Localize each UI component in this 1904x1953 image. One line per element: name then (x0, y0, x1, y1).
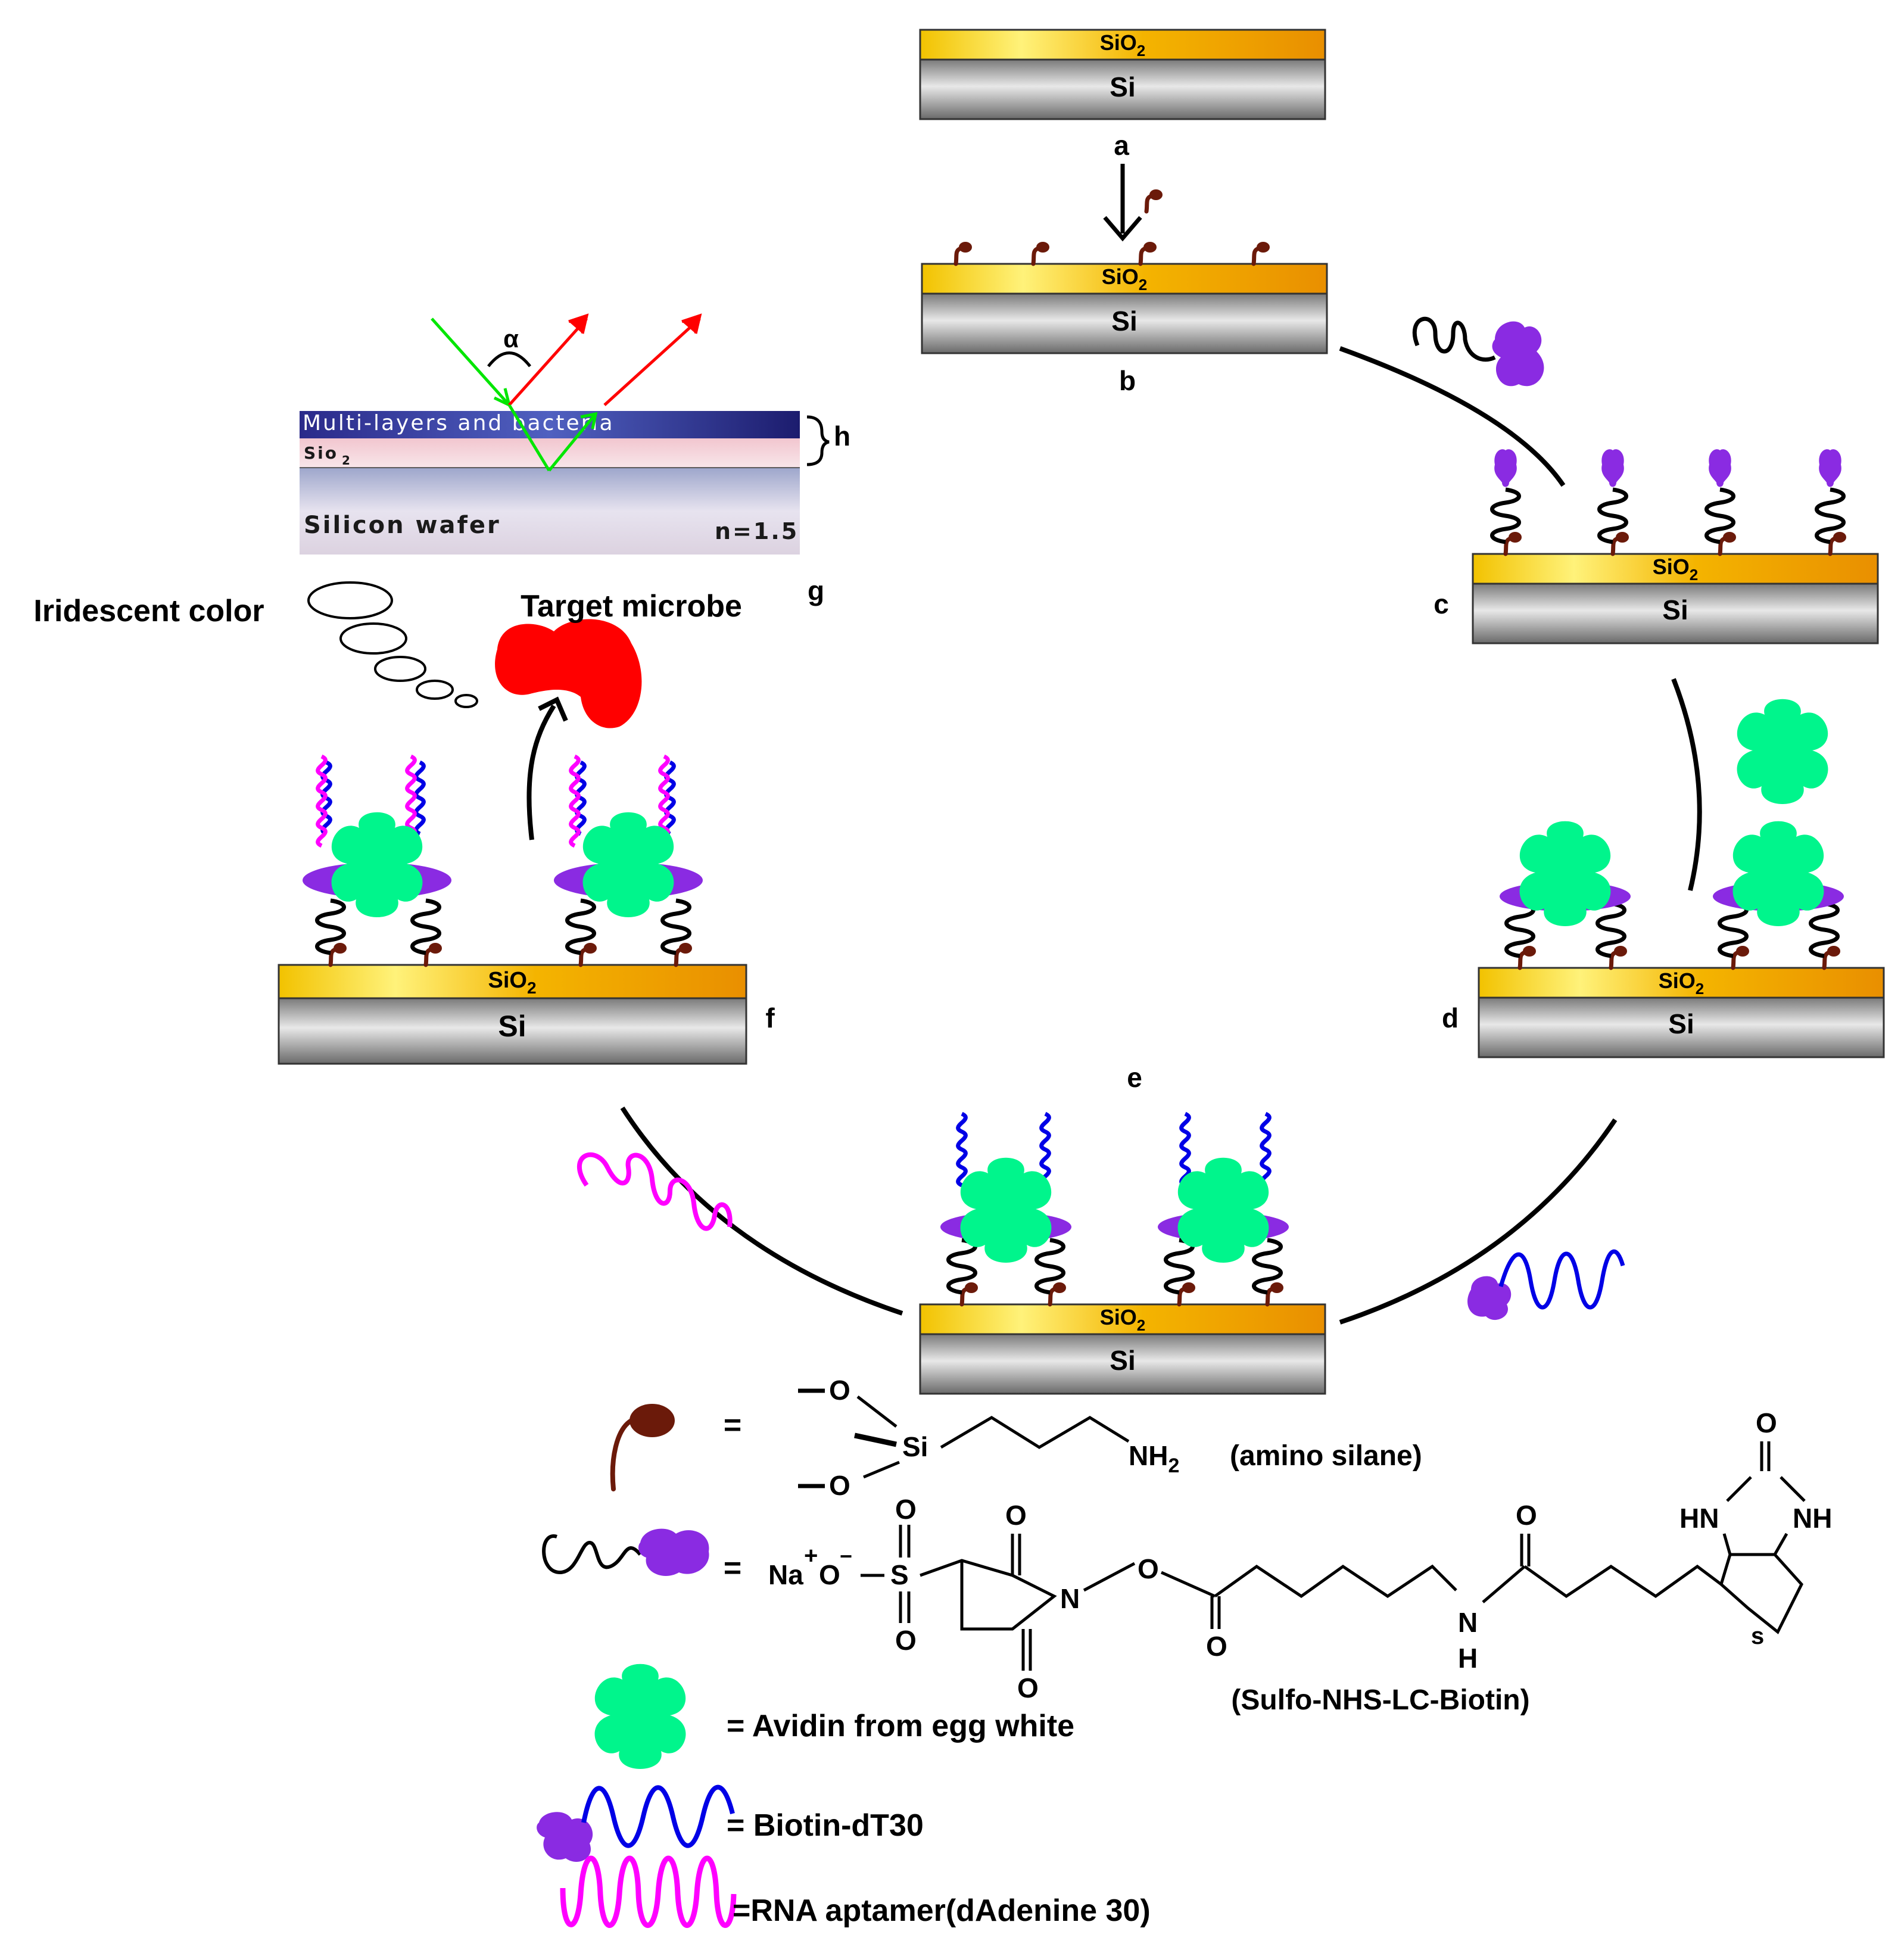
si-label-c: Si (1662, 594, 1688, 625)
step-label-g: g (808, 575, 824, 606)
svg-text:N: N (1458, 1607, 1478, 1638)
substrate-c: SiO2 Si (1472, 553, 1879, 644)
svg-text:O: O (895, 1625, 917, 1656)
inset-top-layer-label: Multi-layers and bacteria (303, 411, 615, 435)
svg-text:O: O (895, 1494, 917, 1525)
thought-bubbles (307, 581, 478, 708)
legend-silane-row: = O Si O NH2 (amino silane) (610, 1375, 1422, 1501)
step-label-d: d (1442, 1002, 1459, 1033)
svg-text:NH: NH (1793, 1503, 1832, 1534)
svg-text:O: O (1206, 1631, 1227, 1662)
iridescent-label: Iridescent color (33, 594, 264, 628)
svg-text:O: O (1017, 1672, 1039, 1703)
biotin-reagent-icon (1412, 316, 1544, 387)
target-microbe-label: Target microbe (521, 589, 742, 624)
substrate-f: SiO2 Si (278, 964, 747, 1065)
si-label-f: Si (498, 1010, 526, 1043)
si-label-e: Si (1110, 1345, 1135, 1376)
svg-text:=: = (724, 1551, 741, 1586)
thickness-label: h (834, 420, 850, 451)
assembly-e (940, 1114, 1289, 1304)
svg-text:=: = (724, 1408, 741, 1443)
silane-row-b (956, 242, 1270, 264)
svg-text:HN: HN (1679, 1503, 1719, 1534)
svg-text:Si: Si (902, 1431, 928, 1462)
step-label-b: b (1119, 365, 1136, 396)
si-label-d: Si (1668, 1008, 1694, 1039)
avidin-reagent-icon (1737, 699, 1828, 804)
inset-index-label: n=1.5 (715, 518, 799, 544)
svg-text:Na: Na (768, 1559, 803, 1590)
oxide-label-e: SiO2 (1100, 1305, 1145, 1334)
sulfo-nhs-label: (Sulfo-NHS-LC-Biotin) (1231, 1684, 1529, 1716)
avidin-label: = Avidin from egg white (727, 1709, 1074, 1743)
target-microbe-icon (495, 619, 642, 728)
legend-aptamer-row: =RNA aptamer(dAdenine 30) (560, 1855, 1151, 1928)
svg-text:+: + (804, 1543, 818, 1569)
reflected-ray (508, 317, 588, 406)
biotin-dt30-label: = Biotin-dT30 (727, 1808, 924, 1843)
si-label-b: Si (1111, 306, 1137, 337)
incident-ray (431, 317, 510, 406)
svg-text:O: O (829, 1375, 850, 1406)
assembly-d (1500, 821, 1844, 968)
inset-wafer-label: Silicon wafer (304, 512, 501, 539)
oxide-label-b: SiO2 (1102, 264, 1147, 294)
amino-silane-label: (amino silane) (1230, 1440, 1422, 1472)
cycle-arcs (620, 346, 1702, 1325)
nh2-label: NH2 (1129, 1440, 1179, 1477)
svg-text:O: O (819, 1559, 840, 1590)
aptamer-reagent-icon (577, 1152, 733, 1231)
capture-arrow (526, 696, 568, 840)
legend-avidin-row: = Avidin from egg white (594, 1664, 1074, 1769)
aptamer-label: =RNA aptamer(dAdenine 30) (733, 1893, 1151, 1928)
svg-text:s: s (1751, 1623, 1764, 1649)
angle-arc (487, 351, 531, 367)
down-arrow (1103, 164, 1163, 242)
step-label-a: a (1114, 130, 1129, 161)
angle-label: α (503, 325, 519, 353)
substrate-e: SiO2 Si (919, 1303, 1326, 1395)
step-label-e: e (1127, 1062, 1142, 1093)
oxide-label-d: SiO2 (1659, 968, 1704, 998)
assembly-f (303, 756, 703, 965)
legend-biotin-dt30-row: = Biotin-dT30 (537, 1784, 924, 1862)
legend-biotin-reagent-row: = Na + O − S O O O O N O O N H O (542, 1407, 1832, 1716)
svg-text:O: O (829, 1470, 850, 1501)
step-label-f: f (765, 1002, 775, 1033)
svg-text:−: − (840, 1544, 852, 1568)
svg-text:H: H (1458, 1643, 1478, 1674)
svg-text:O: O (1138, 1553, 1159, 1584)
substrate-a: SiO2 Si (919, 29, 1326, 120)
thickness-brace (806, 415, 830, 466)
biotin-dt30-reagent-icon (1467, 1249, 1625, 1320)
oxide-label-c: SiO2 (1653, 555, 1698, 584)
substrate-b: SiO2 Si (921, 263, 1328, 354)
step-label-c: c (1434, 588, 1449, 619)
svg-text:O: O (1756, 1407, 1777, 1438)
svg-text:O: O (1516, 1500, 1537, 1531)
si-label-a: Si (1110, 71, 1135, 102)
substrate-d: SiO2 Si (1478, 967, 1885, 1058)
svg-text:O: O (1005, 1500, 1027, 1531)
svg-text:N: N (1060, 1583, 1080, 1614)
oxide-label-f: SiO2 (488, 968, 536, 997)
svg-text:S: S (890, 1559, 909, 1590)
oxide-label-a: SiO2 (1100, 30, 1145, 60)
